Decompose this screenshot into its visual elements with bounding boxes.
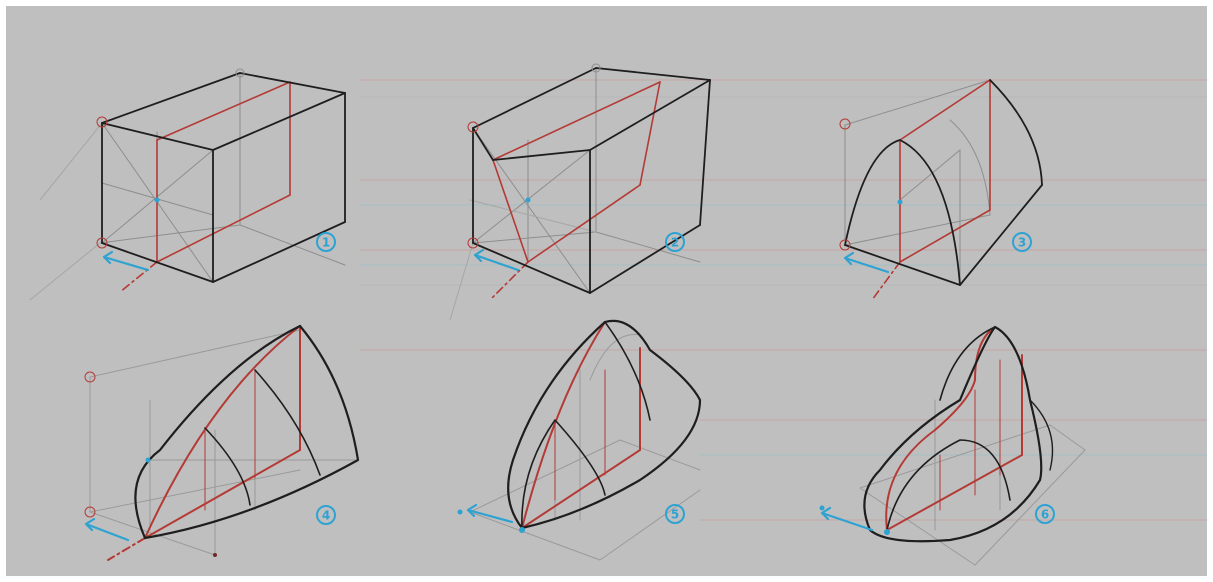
step-number-label: 4 xyxy=(322,509,330,523)
step-number-label: 5 xyxy=(671,508,679,522)
step-number-label: 1 xyxy=(322,236,330,250)
gray-paper xyxy=(6,6,1207,576)
step-number-label: 6 xyxy=(1041,508,1049,522)
step-number-label: 2 xyxy=(671,236,679,250)
step-number-label: 3 xyxy=(1018,236,1026,250)
